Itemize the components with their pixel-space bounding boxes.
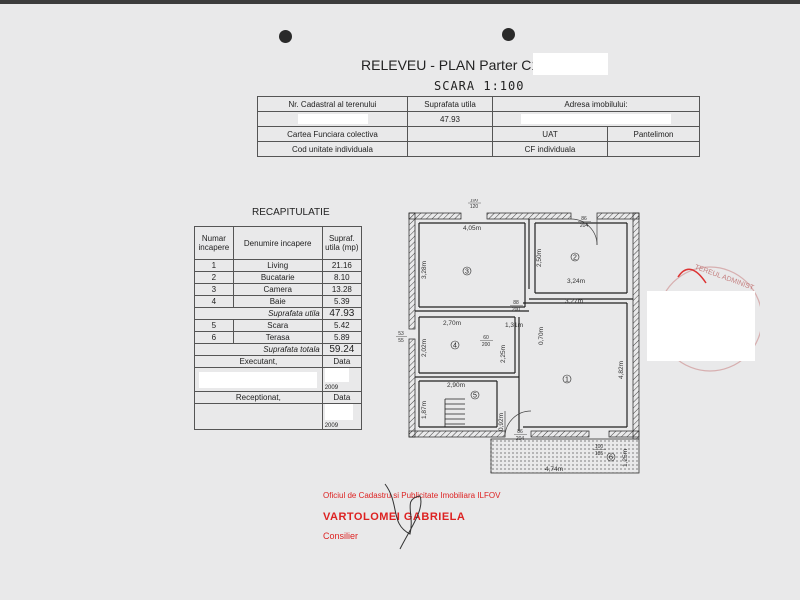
terrace [490,438,640,474]
svg-text:3,24m: 3,24m [567,278,585,285]
stamp-office: Oficiul de Cadastru si Publicitate Imobi… [323,491,501,500]
table-row: 2 Bucatarie 8.10 [194,271,363,284]
receptionat-date: 2009 [321,403,363,430]
recap-table: Numar incapere Denumire incapere Supraf.… [194,226,363,430]
svg-text:88: 88 [513,300,519,306]
cf-individuala-label: CF individuala [492,141,608,157]
document-paper: RELEVEU - PLAN Parter C1 SCARA 1:100 Nr.… [0,4,800,600]
receptionat-label: Receptionat, [194,391,323,404]
svg-text:200: 200 [512,307,521,313]
carte-funciara-label: Cartea Funciara colectiva [257,126,408,142]
room-number: 5 [473,393,477,400]
punch-hole [502,28,515,41]
suprafata-totala-value: 59.24 [321,343,363,356]
adresa-label: Adresa imobilului: [492,96,700,112]
svg-text:100: 100 [595,444,604,450]
svg-text:1,25m: 1,25m [622,449,629,467]
svg-text:1,31m: 1,31m [505,322,523,329]
scale-label: SCARA 1:100 [434,79,525,93]
stairs [444,398,465,427]
header-denumire: Denumire incapere [232,226,323,260]
svg-text:4,05m: 4,05m [463,225,481,232]
svg-text:0,92m: 0,92m [498,413,505,431]
svg-text:2,02m: 2,02m [421,339,428,357]
svg-text:204: 204 [516,436,525,442]
uat-label: UAT [492,126,608,142]
svg-text:1,87m: 1,87m [421,401,428,419]
adresa-value [492,111,700,127]
room-numbers: 3 2 4 1 5 6 [450,252,616,462]
svg-text:185: 185 [595,451,604,457]
svg-text:100: 100 [470,199,479,204]
nr-cadastral-value [257,111,408,127]
executant-name [194,367,323,392]
svg-text:86: 86 [517,429,523,435]
suprafata-value: 47.93 [407,111,493,127]
header-numar: Numar incapere [194,226,234,260]
table-row: 3 Camera 13.28 [194,283,363,296]
redaction [647,291,755,361]
room-number: 2 [573,255,577,262]
dimension-labels: 4,05m 3,28m 2,50m 3,24m 3,27m 2,70m 1,31… [421,225,629,473]
svg-text:2,25m: 2,25m [500,345,507,363]
redaction [533,53,608,75]
carte-funciara-value [407,126,493,142]
table-row: 1 Living 21.16 [194,259,363,272]
stamp-role: Consilier [323,531,359,541]
recap-title: RECAPITULATIE [252,207,330,218]
suprafata-utila-value: 47.93 [321,307,363,320]
svg-text:4,74m: 4,74m [545,466,563,473]
stamp-name: VARTOLOMEI GABRIELA [323,511,466,523]
room-number: 1 [565,377,569,384]
executant-date: 2009 [321,367,363,392]
svg-text:2,90m: 2,90m [447,382,465,389]
info-table: Nr. Cadastral al terenului Suprafata uti… [257,96,700,157]
uat-value: Pantelimon [607,126,700,142]
opening-labels: 100 120 86 204 88 200 60 200 53 55 86 20… [396,199,606,457]
room-number: 3 [465,269,469,276]
receptionat-name [194,403,323,430]
door-swings [504,218,598,438]
table-row: 4 Baie 5.39 [194,295,363,308]
data-label-2: Data [321,391,363,404]
suprafata-totala-label: Suprafata totala [194,343,323,356]
svg-text:0,70m: 0,70m [538,327,545,345]
svg-text:3,27m: 3,27m [565,298,583,305]
svg-text:55: 55 [398,338,404,344]
nr-cadastral-label: Nr. Cadastral al terenului [257,96,408,112]
cod-unitate-label: Cod unitate individuala [257,141,408,157]
punch-hole [279,30,292,43]
outer-walls [408,212,640,440]
round-stamp: TEREUL ADMINIST [660,264,760,372]
cod-unitate-value [407,141,493,157]
svg-text:2,70m: 2,70m [443,320,461,327]
svg-text:120: 120 [470,204,479,210]
svg-text:60: 60 [483,335,489,341]
suprafata-label: Suprafata utila [407,96,493,112]
table-row: 6 Terasa 5.89 [194,331,363,344]
executant-label: Executant, [194,355,323,368]
svg-text:3,28m: 3,28m [421,261,428,279]
svg-text:86: 86 [581,216,587,222]
signature [384,483,422,550]
document-title: RELEVEU - PLAN Parter C1 [361,57,540,73]
room-number: 6 [609,455,613,462]
svg-text:53: 53 [398,331,404,337]
inner-walls [415,219,633,431]
svg-text:2,50m: 2,50m [536,249,543,267]
table-row: 5 Scara 5.42 [194,319,363,332]
cf-individuala-value [607,141,700,157]
svg-text:200: 200 [482,342,491,348]
room-number: 4 [453,343,457,350]
suprafata-utila-label: Suprafata utila [194,307,323,320]
svg-text:4,82m: 4,82m [618,361,625,379]
header-supraf: Supraf. utila (mp) [321,226,363,260]
svg-text:204: 204 [580,223,589,229]
floor-plan: 3 2 4 1 5 6 4,05m 3,28m 2,50m 3,24m 3,27… [396,199,640,474]
data-label: Data [321,355,363,368]
